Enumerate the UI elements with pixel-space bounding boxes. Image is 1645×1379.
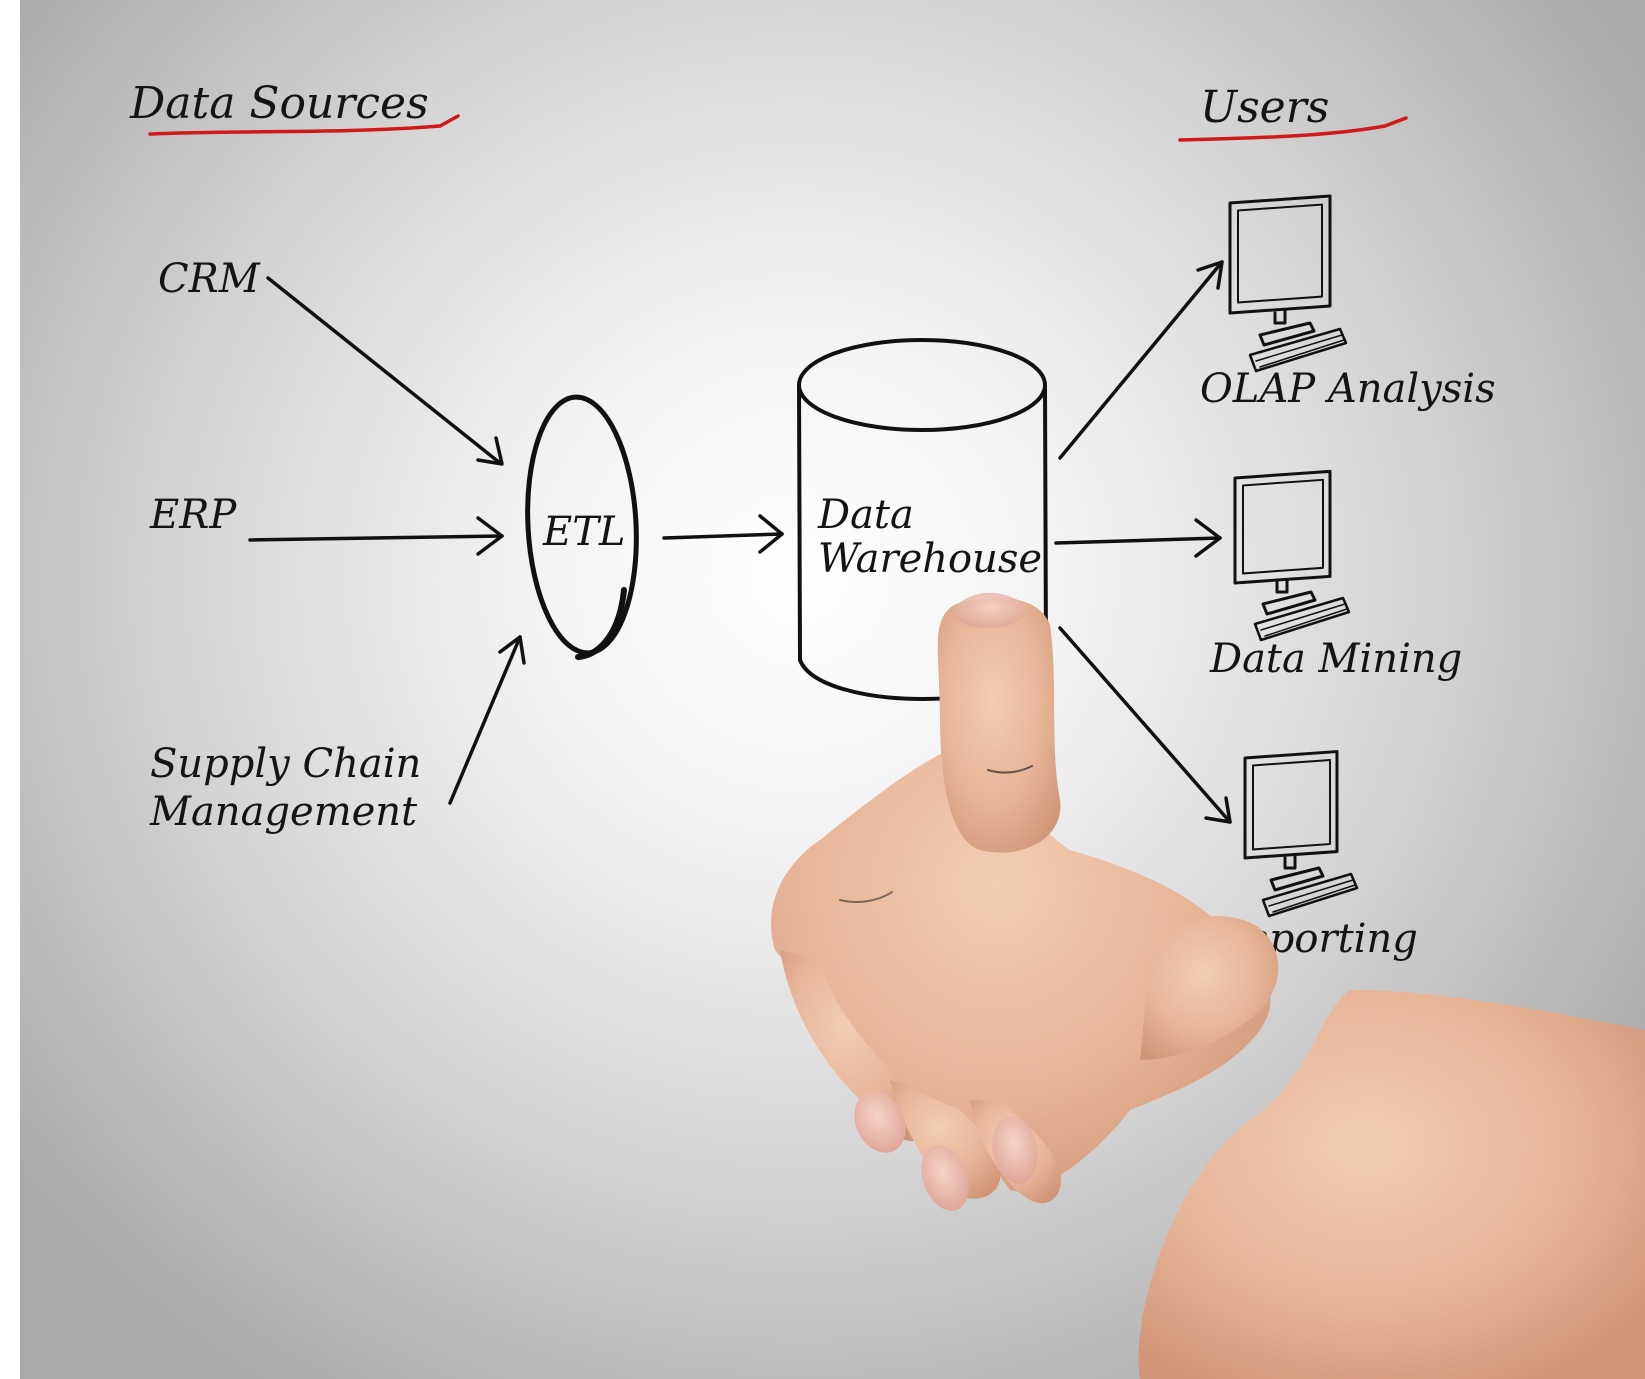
source-supply-chain-line2: Management	[149, 789, 418, 835]
arrow-icon	[1058, 626, 1232, 824]
arrow-icon	[1058, 260, 1224, 460]
source-crm: CRM	[158, 256, 261, 302]
data-sources-underline	[148, 114, 460, 136]
user-data-mining: Data Mining	[1209, 636, 1462, 682]
data-sources-heading: Data Sources	[129, 78, 429, 129]
arrow-icon	[1054, 518, 1222, 558]
users-underline	[1178, 116, 1408, 142]
arrow-icon	[266, 276, 504, 466]
warehouse-label-line2: Warehouse	[818, 536, 1042, 582]
computer-icon	[1233, 469, 1351, 642]
computer-icon	[1228, 194, 1348, 373]
database-cylinder-icon: Data Warehouse	[797, 338, 1048, 701]
diagram-canvas: Data Sources Users CRM ERP Supply Chain …	[20, 0, 1645, 1379]
source-erp: ERP	[149, 492, 237, 538]
pointing-hand	[771, 592, 1645, 1379]
users-heading: Users	[1200, 82, 1329, 133]
arrow-icon	[448, 635, 526, 805]
data-warehouse-diagram: Data Sources Users CRM ERP Supply Chain …	[129, 78, 1645, 1379]
etl-node: ETL	[525, 394, 639, 660]
etl-label: ETL	[542, 509, 625, 555]
source-supply-chain-line1: Supply Chain	[150, 741, 421, 787]
arrow-icon	[248, 516, 504, 556]
computer-icon	[1243, 750, 1359, 918]
arrow-icon	[662, 514, 784, 554]
warehouse-label-line1: Data	[817, 492, 914, 538]
user-olap-analysis: OLAP Analysis	[1200, 366, 1496, 412]
